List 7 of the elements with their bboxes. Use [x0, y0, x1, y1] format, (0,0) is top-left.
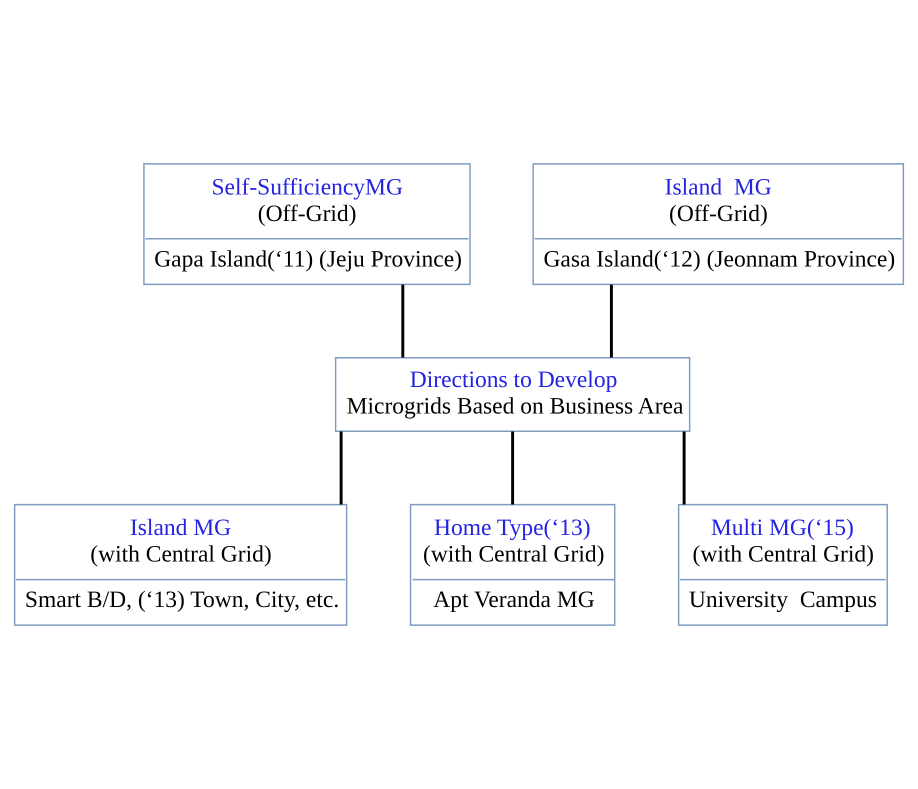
node-box: Directions to Develop Microgrids Based on Business Area: [334, 357, 690, 432]
connector: [511, 431, 514, 505]
connector: [610, 284, 613, 358]
node-box: Island MG (Off-Grid) Gasa Island(‘12) (Jeonnam Province): [532, 163, 904, 286]
connector: [401, 284, 404, 358]
connector: [340, 431, 343, 505]
connector: [682, 431, 686, 505]
